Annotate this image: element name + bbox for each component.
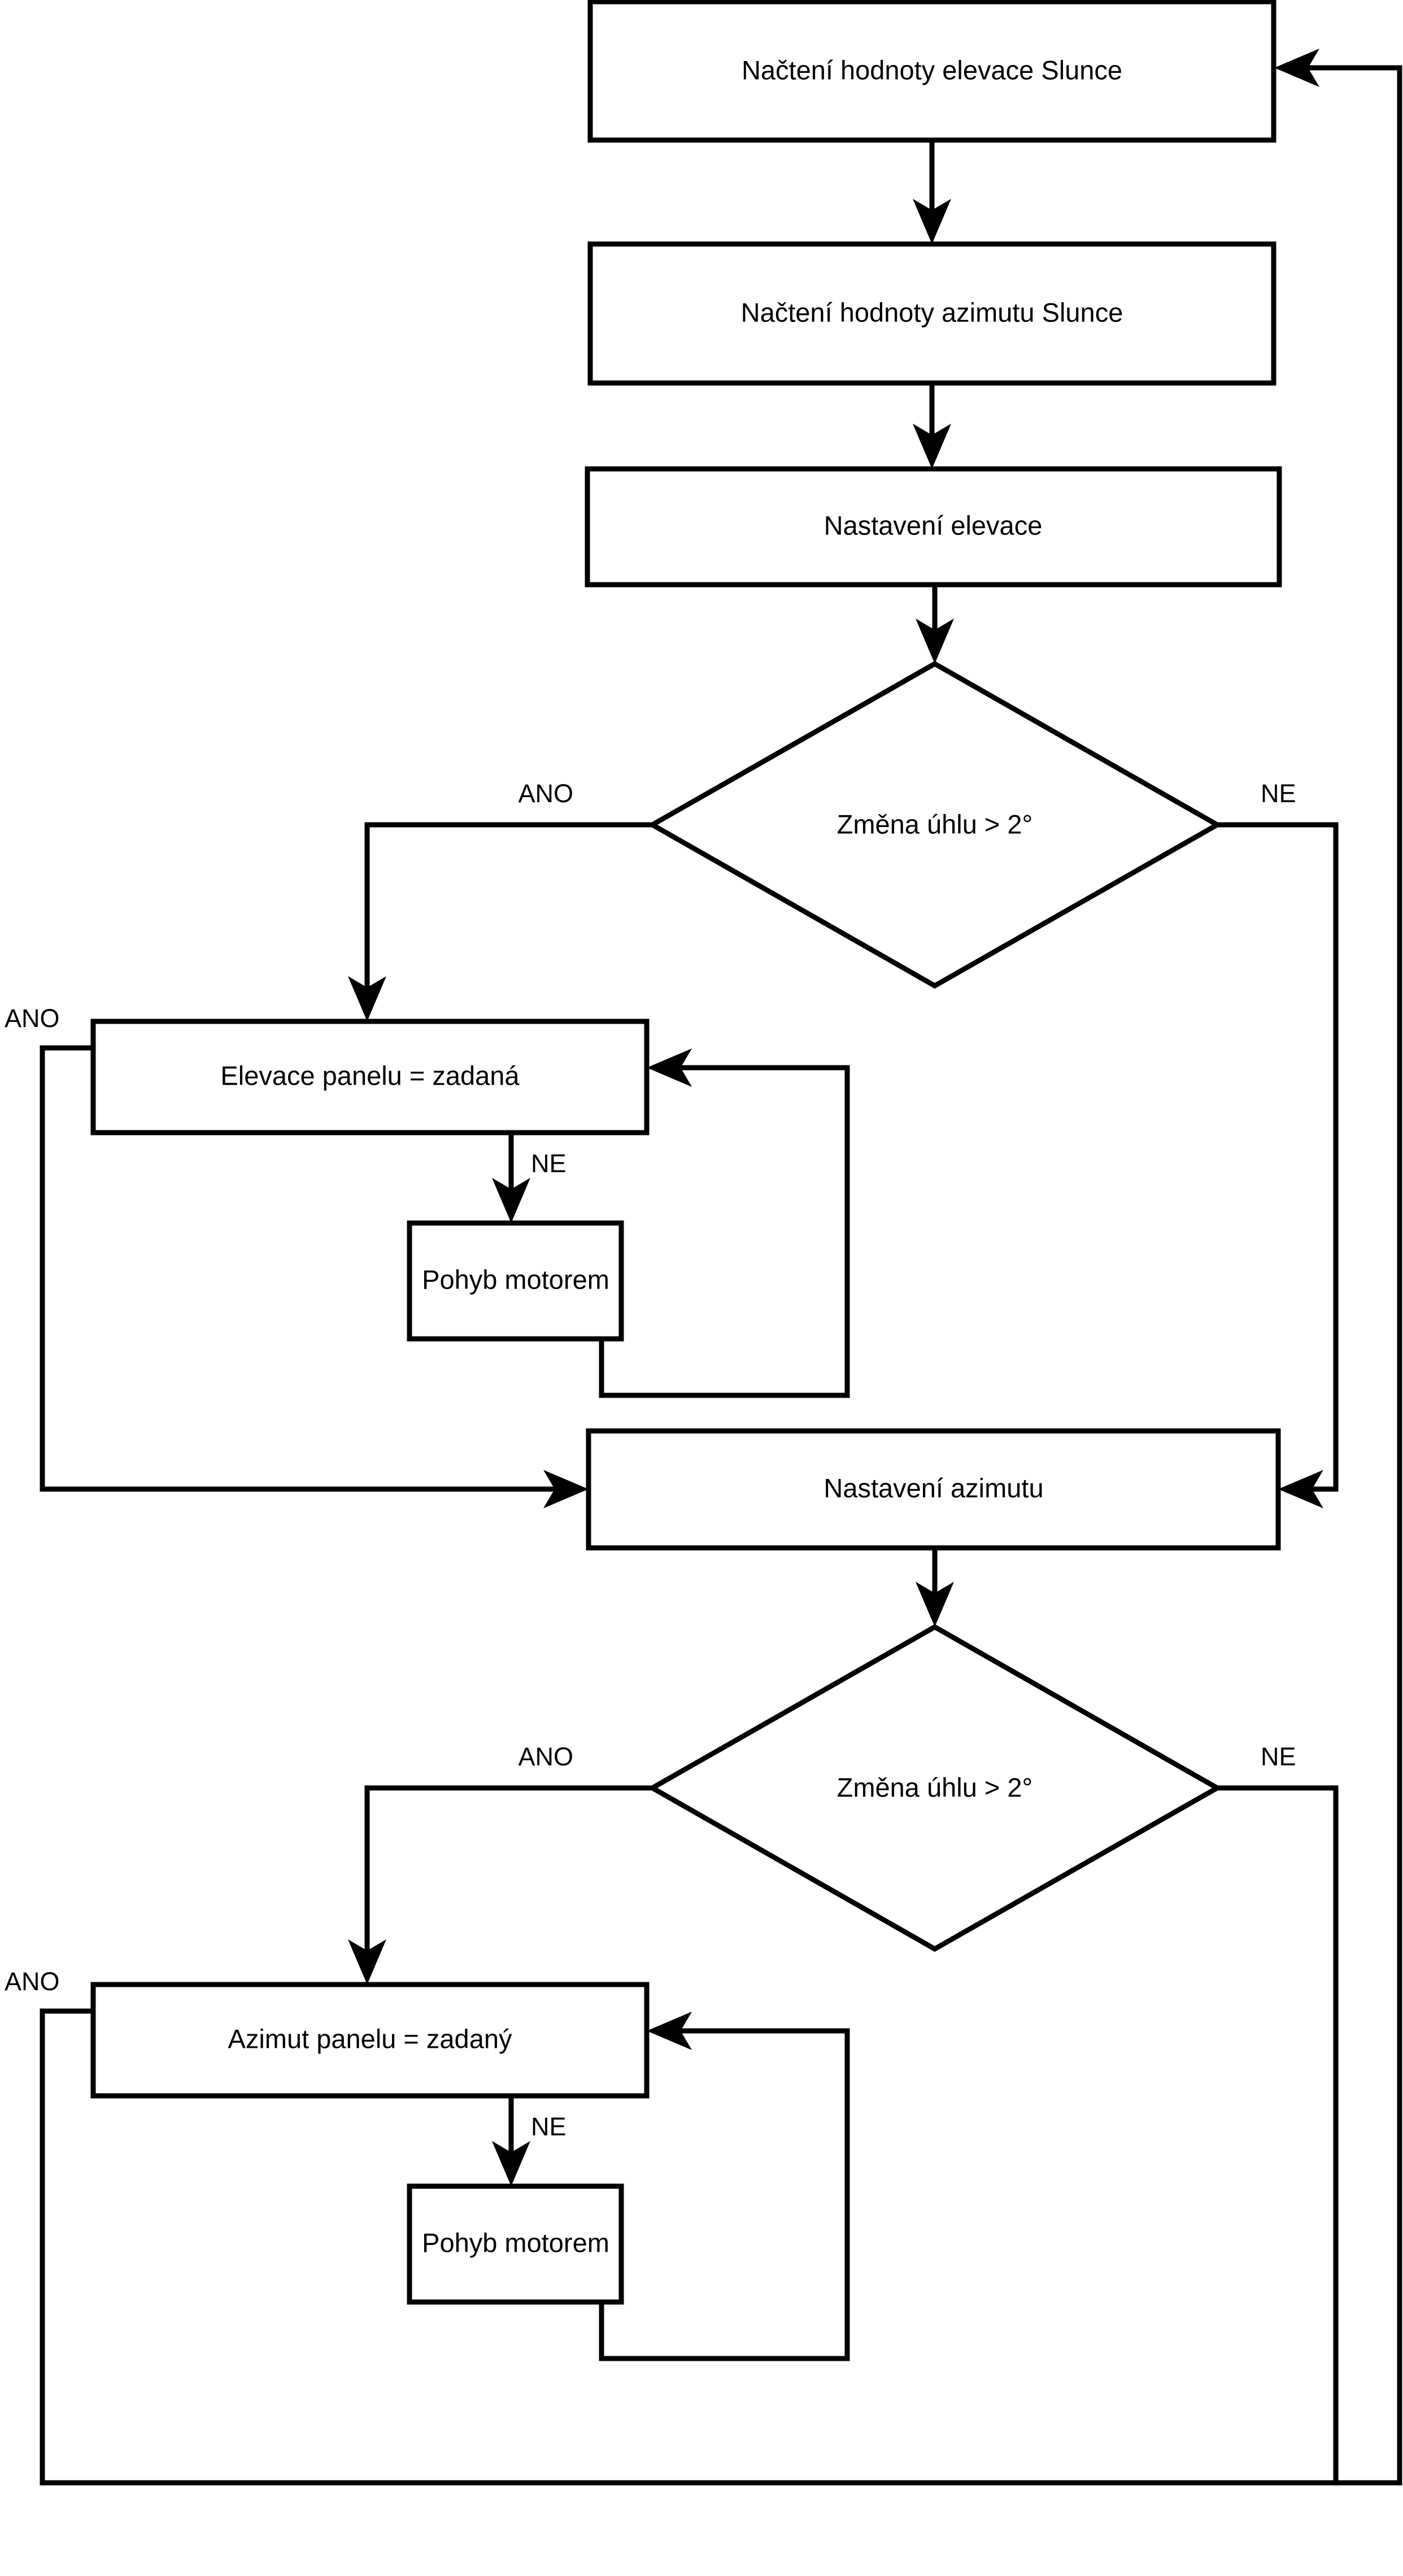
node-read-elevation[interactable]: Načtení hodnoty elevace Slunce bbox=[587, 0, 1276, 143]
node-panel-elevation-equals[interactable]: Elevace panelu = zadaná bbox=[90, 1019, 650, 1135]
node-read-azimuth-label: Načtení hodnoty azimutu Slunce bbox=[741, 297, 1123, 327]
node-motor-move-azimuth-label: Pohyb motorem bbox=[422, 2227, 609, 2257]
edge-set-azimuth-to-decision-azimuth bbox=[916, 1548, 954, 1627]
node-set-azimuth[interactable]: Nastavení azimutu bbox=[586, 1428, 1281, 1551]
edge-label-panel-elevation-yes: ANO bbox=[5, 1004, 60, 1033]
node-decision-azimuth[interactable]: Změna úhlu > 2° bbox=[647, 1624, 1223, 1952]
edge-decision-azimuth-yes bbox=[348, 1785, 652, 1985]
edge-label-decision-elevation-yes: ANO bbox=[518, 779, 573, 808]
edge-decision-elevation-yes bbox=[348, 822, 652, 1021]
edge-decision-elevation-no bbox=[1217, 822, 1339, 1508]
node-read-elevation-label: Načtení hodnoty elevace Slunce bbox=[742, 55, 1122, 85]
edge-panel-azimuth-no-to-motor bbox=[492, 2096, 530, 2186]
node-decision-azimuth-label: Změna úhlu > 2° bbox=[837, 1772, 1033, 1802]
node-decision-elevation-label: Změna úhlu > 2° bbox=[837, 809, 1033, 839]
node-panel-azimuth-equals[interactable]: Azimut panelu = zadaný bbox=[90, 1982, 650, 2099]
edge-panel-elevation-yes-to-set-azimuth bbox=[40, 1045, 589, 1508]
node-set-elevation-label: Nastavení elevace bbox=[824, 510, 1043, 540]
node-panel-azimuth-equals-label: Azimut panelu = zadaný bbox=[228, 2024, 512, 2053]
node-decision-elevation[interactable]: Změna úhlu > 2° bbox=[647, 660, 1223, 989]
edge-label-decision-azimuth-yes: ANO bbox=[518, 1742, 573, 1771]
node-panel-elevation-equals-label: Elevace panelu = zadaná bbox=[220, 1060, 520, 1090]
node-set-azimuth-label: Nastavení azimutu bbox=[823, 1473, 1043, 1503]
node-motor-move-elevation[interactable]: Pohyb motorem bbox=[407, 1220, 624, 1342]
edge-label-panel-azimuth-no: NE bbox=[531, 2112, 567, 2141]
edge-label-panel-azimuth-yes: ANO bbox=[5, 1967, 60, 1996]
edge-label-decision-azimuth-no: NE bbox=[1261, 1742, 1296, 1771]
edge-label-panel-elevation-no: NE bbox=[531, 1149, 567, 1178]
edge-motor-elevation-feedback bbox=[599, 1048, 850, 1398]
edge-label-decision-elevation-no: NE bbox=[1261, 779, 1296, 808]
edge-read-azimuth-to-set-elevation bbox=[913, 383, 951, 469]
edge-panel-elevation-no-to-motor bbox=[492, 1133, 530, 1223]
edge-set-elevation-to-decision-elevation bbox=[916, 585, 954, 664]
edge-motor-azimuth-feedback bbox=[599, 2012, 850, 2361]
edge-decision-azimuth-no bbox=[1217, 49, 1402, 2486]
edge-panel-azimuth-yes-to-return bbox=[40, 2008, 1336, 2486]
node-read-azimuth[interactable]: Načtení hodnoty azimutu Slunce bbox=[587, 241, 1276, 386]
node-motor-move-elevation-label: Pohyb motorem bbox=[422, 1264, 609, 1294]
node-set-elevation[interactable]: Nastavení elevace bbox=[585, 466, 1282, 588]
edge-read-elevation-to-read-azimuth bbox=[913, 140, 951, 244]
node-motor-move-azimuth[interactable]: Pohyb motorem bbox=[407, 2183, 624, 2305]
